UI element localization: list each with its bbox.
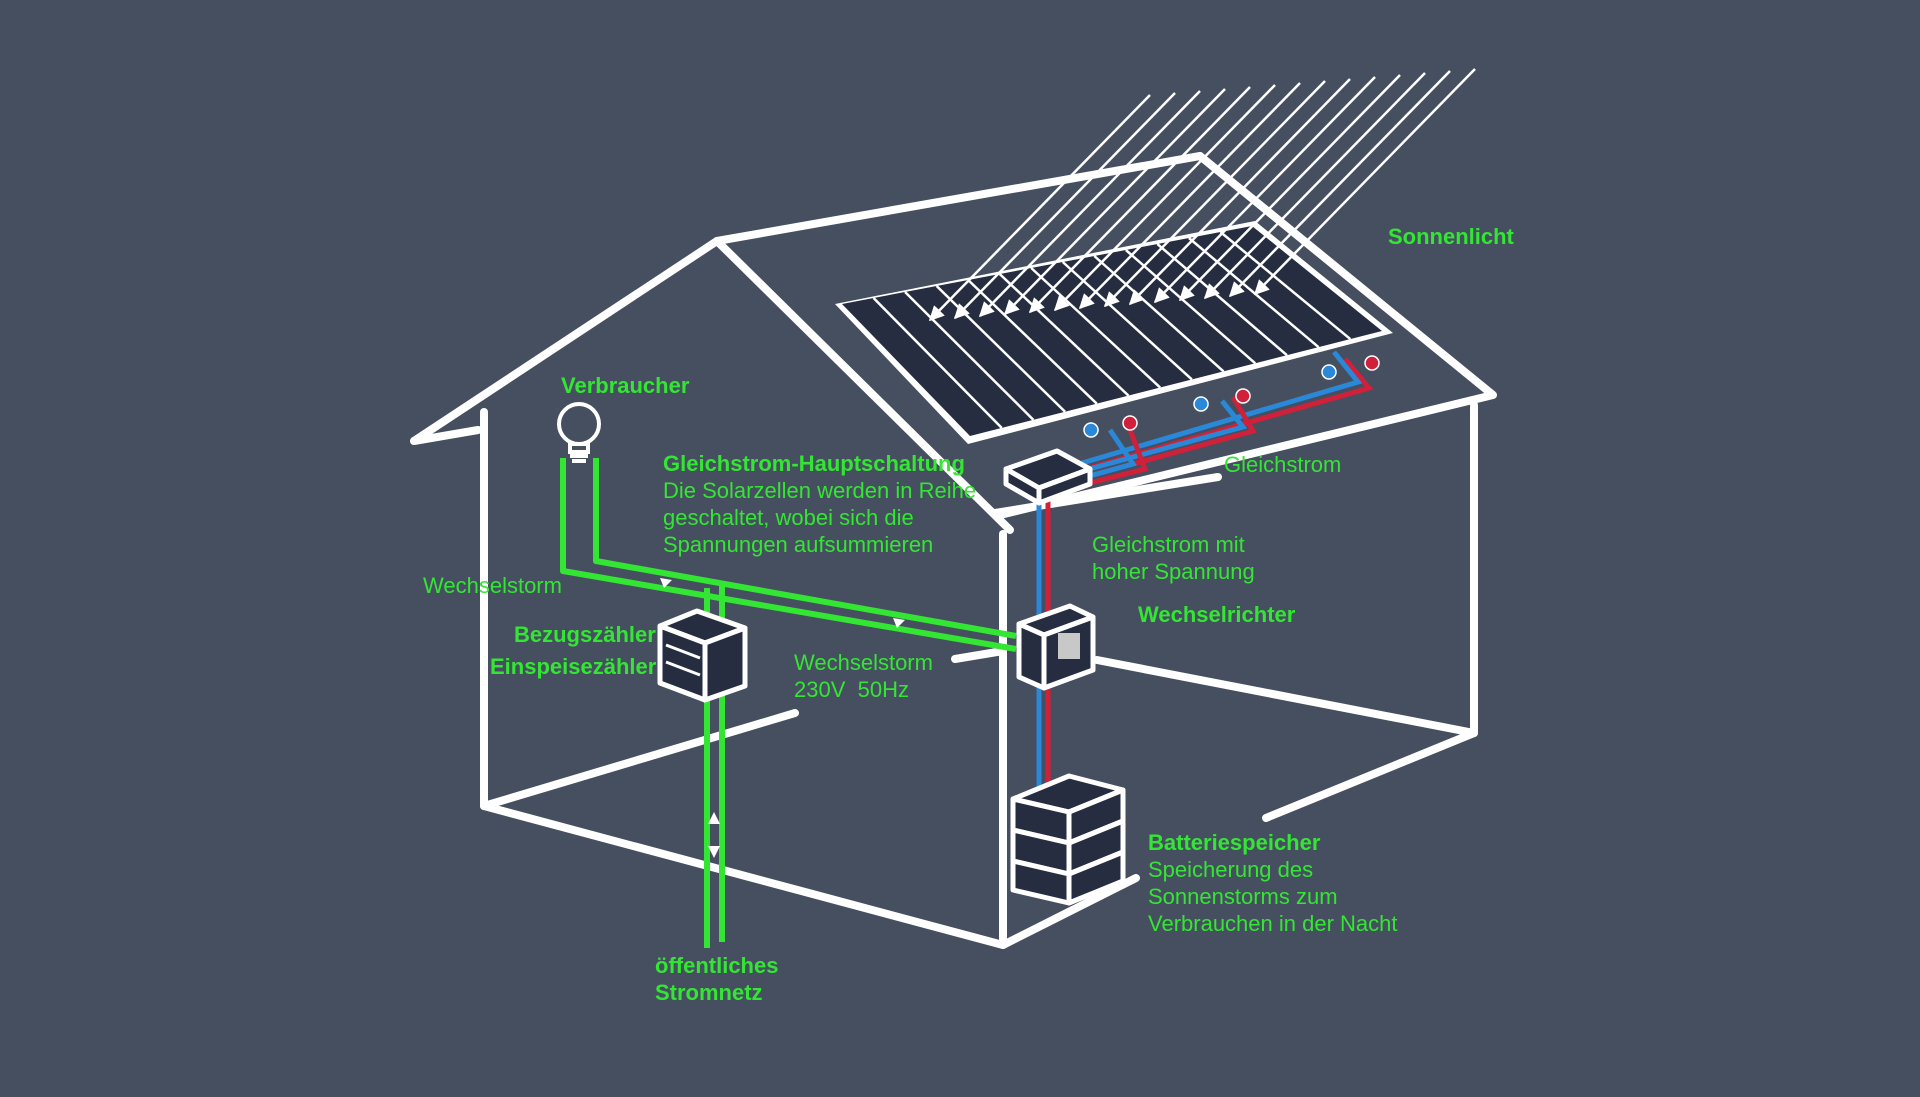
label-wechselrichter: Wechselrichter — [1138, 602, 1296, 627]
text-batteriespeicher-1: Speicherung des — [1148, 857, 1314, 882]
sun-ray-arrow — [1178, 74, 1401, 302]
sun-ray-arrow — [1003, 88, 1226, 316]
label-sonnenlicht: Sonnenlicht — [1388, 224, 1514, 249]
dc-combiner-box — [1003, 448, 1093, 506]
panel-cell-line — [998, 273, 1130, 397]
solar-panel — [835, 221, 1393, 444]
panel-cell-line — [904, 291, 1035, 421]
plus-terminal — [1364, 355, 1380, 371]
panel-cell-line — [967, 279, 1098, 405]
battery-storage — [1010, 773, 1126, 906]
panel-cell-line — [1188, 237, 1320, 349]
sun-ray-arrow — [953, 92, 1176, 320]
panel-cell-line — [1156, 243, 1288, 357]
label-batteriespeicher: Batteriespeicher — [1148, 830, 1321, 855]
inverter-display — [1058, 633, 1080, 659]
label-verbraucher: Verbraucher — [561, 373, 690, 398]
sun-ray-arrow — [1078, 82, 1301, 310]
label-oeffentliches: öffentliches — [655, 953, 779, 978]
minus-terminal — [1321, 364, 1337, 380]
label-bezugszaehler: Bezugszähler — [514, 622, 656, 647]
sun-ray-arrow — [1028, 86, 1251, 314]
text-batteriespeicher-2: Sonnenstorms zum — [1148, 884, 1338, 909]
sun-ray-arrow — [978, 90, 1201, 318]
panel-cell-line — [1125, 249, 1257, 365]
label-einspeisezaehler: Einspeisezähler — [490, 654, 657, 679]
sun-ray-arrow — [1053, 84, 1276, 312]
panel-cell-line — [1093, 255, 1225, 373]
ac-flow-arrows — [660, 578, 905, 858]
dc-terminal-markers — [1083, 355, 1380, 438]
label-gleichstrom: Gleichstrom — [1224, 452, 1342, 477]
inverter — [1016, 603, 1096, 691]
panel-cell-line — [872, 297, 1003, 429]
sun-ray-arrow — [1228, 70, 1451, 298]
label-gleichstrom-hauptschaltung: Gleichstrom-Hauptschaltung — [663, 451, 965, 476]
text-gleichstrom-haupt-1: Die Solarzellen werden in Reihe — [663, 478, 977, 503]
electricity-meter — [657, 608, 748, 703]
minus-terminal — [1083, 422, 1099, 438]
panel-cell-line — [1219, 231, 1352, 341]
text-gleichstrom-hoch-1: Gleichstrom mit — [1092, 532, 1245, 557]
plus-terminal — [1122, 415, 1138, 431]
label-wechselstorm-mid: Wechselstorm — [794, 650, 933, 675]
text-gleichstrom-haupt-2: geschaltet, wobei sich die — [663, 505, 914, 530]
sun-ray-arrow — [1153, 76, 1376, 304]
house-outline — [410, 152, 1497, 949]
sun-ray-arrow — [928, 94, 1151, 322]
sun-ray-arrow — [1203, 72, 1426, 300]
plus-terminal — [1235, 388, 1251, 404]
text-gleichstrom-hoch-2: hoher Spannung — [1092, 559, 1255, 584]
minus-terminal — [1193, 396, 1209, 412]
label-stromnetz: Stromnetz — [655, 980, 763, 1005]
label-wechselstorm-left: Wechselstorm — [423, 573, 562, 598]
sun-ray-arrow — [1103, 80, 1326, 308]
sun-ray-arrow — [1253, 68, 1476, 296]
text-batteriespeicher-3: Verbrauchen in der Nacht — [1148, 911, 1398, 936]
label-230v-50hz: 230V 50Hz — [794, 677, 909, 702]
text-gleichstrom-haupt-3: Spannungen aufsummieren — [663, 532, 934, 557]
sunlight-rays — [928, 68, 1476, 322]
sun-ray-arrow — [1128, 78, 1351, 306]
bulb-icon — [557, 402, 601, 463]
